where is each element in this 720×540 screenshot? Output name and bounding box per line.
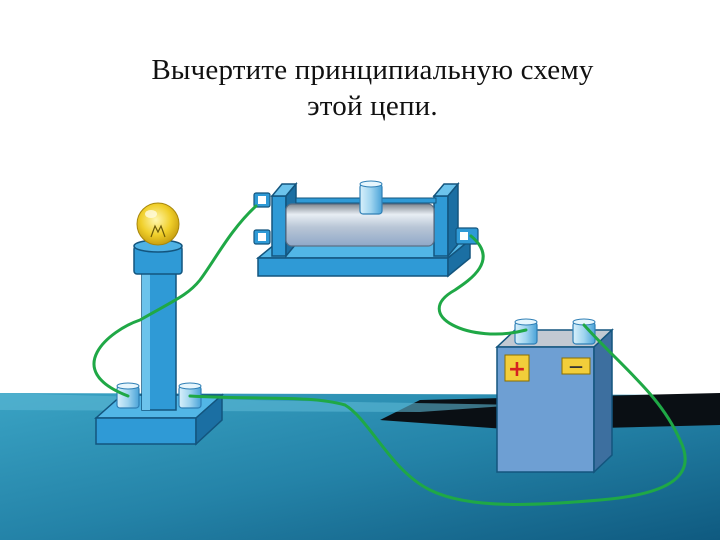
rheostat-base-side	[447, 238, 471, 278]
light-bulb-icon	[136, 202, 180, 246]
rheostat-right-post	[433, 195, 449, 257]
battery-positive-label: +	[504, 354, 530, 382]
rheostat-base-front	[257, 257, 449, 277]
rheostat-icon	[253, 180, 479, 278]
slide-title: Вычертите принципиальную схему этой цепи…	[0, 52, 720, 124]
battery-terminal-right	[572, 318, 596, 345]
rheostat-terminal-left-bottom	[253, 229, 271, 245]
lamp-assembly	[94, 202, 224, 446]
title-line-1: Вычертите принципиальную схему	[151, 54, 594, 86]
wires	[92, 204, 687, 506]
negative-sign: —	[569, 359, 583, 375]
lamp-pole-highlight	[142, 268, 150, 410]
rheostat-left-post	[271, 195, 287, 257]
wire-lamp-to-rheostat	[92, 204, 258, 398]
bulb-glass	[136, 202, 180, 246]
lamp-base-front	[95, 417, 197, 445]
bulb-shine	[145, 210, 157, 218]
battery-icon: + —	[495, 318, 614, 474]
wire-lamp-to-battery	[188, 323, 687, 506]
rheostat-terminal-right	[455, 227, 479, 245]
positive-sign: +	[508, 357, 526, 382]
battery-negative-label: —	[561, 357, 591, 375]
battery-side	[593, 328, 613, 474]
title-line-2: этой цепи.	[307, 90, 438, 122]
bulb-filament	[150, 224, 166, 238]
wire-rheostat-to-battery	[437, 234, 528, 336]
rheostat-terminal-left-top	[253, 192, 271, 208]
battery-terminal-left	[514, 318, 538, 345]
lamp-base-side	[195, 393, 223, 446]
rheostat-slider-terminal	[359, 180, 383, 215]
